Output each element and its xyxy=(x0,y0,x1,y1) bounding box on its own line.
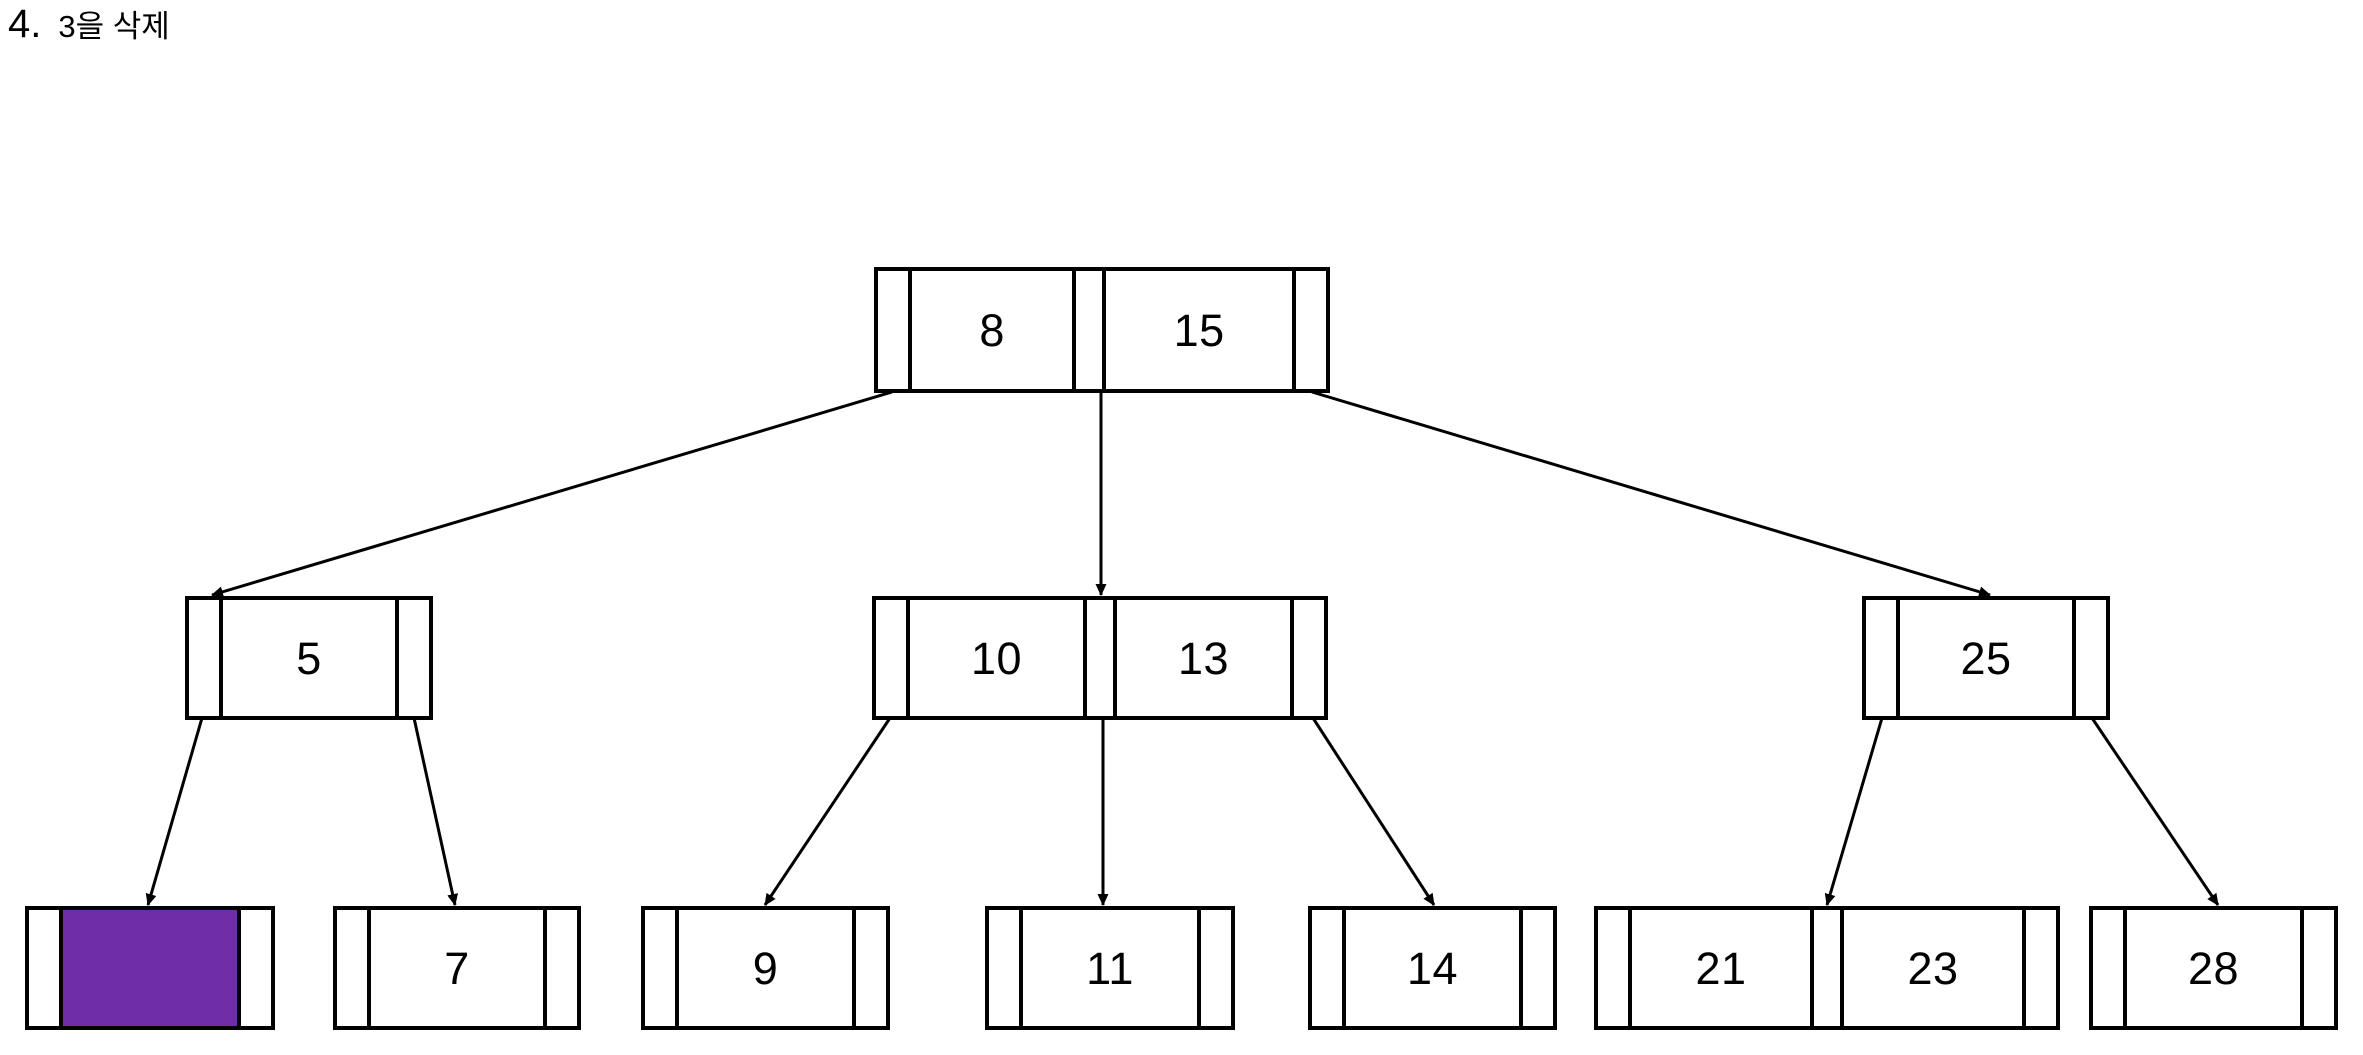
node-key-cell: 7 xyxy=(371,910,543,1026)
edge-n5-to-empty-leaf xyxy=(145,717,204,906)
node-pointer-slot xyxy=(337,910,371,1026)
btree-node-root[interactable]: 8 15 xyxy=(874,267,1330,393)
edge-n5-to-l7 xyxy=(412,717,459,906)
node-key-cell-highlighted xyxy=(63,910,237,1026)
node-pointer-slot xyxy=(237,910,271,1026)
node-key-cell: 28 xyxy=(2127,910,2300,1026)
node-key-cell: 15 xyxy=(1106,271,1292,389)
node-pointer-slot xyxy=(878,271,912,389)
btree-leaf-14[interactable]: 14 xyxy=(1308,906,1557,1030)
btree-leaf-empty-highlighted[interactable] xyxy=(25,906,275,1030)
node-pointer-slot xyxy=(1312,910,1346,1026)
page-heading: 4. 3을 삭제 xyxy=(8,4,170,44)
edge-n25-to-l28 xyxy=(2090,717,2220,906)
edge-n10-to-l9 xyxy=(763,717,892,906)
node-pointer-slot xyxy=(852,910,886,1026)
heading-list-marker: 4. xyxy=(8,2,42,46)
node-pointer-slot xyxy=(2300,910,2334,1026)
node-key-cell: 8 xyxy=(912,271,1073,389)
btree-leaf-11[interactable]: 11 xyxy=(985,906,1235,1030)
node-pointer-slot xyxy=(395,600,429,716)
node-pointer-slot xyxy=(876,600,910,716)
node-pointer-slot xyxy=(1292,271,1326,389)
edge-n10-to-l14 xyxy=(1311,717,1436,906)
node-pointer-slot xyxy=(2072,600,2106,716)
btree-node-5[interactable]: 5 xyxy=(185,596,433,720)
node-pointer-slot xyxy=(1197,910,1231,1026)
node-pointer-slot xyxy=(1598,910,1632,1026)
btree-leaf-9[interactable]: 9 xyxy=(641,906,890,1030)
node-pointer-slot xyxy=(543,910,577,1026)
btree-node-10-13[interactable]: 10 13 xyxy=(872,596,1328,720)
node-pointer-slot xyxy=(1290,600,1324,716)
node-pointer-slot xyxy=(2022,910,2056,1026)
node-key-cell: 11 xyxy=(1023,910,1197,1026)
node-pointer-slot xyxy=(1810,910,1844,1026)
node-pointer-slot xyxy=(989,910,1023,1026)
btree-node-25[interactable]: 25 xyxy=(1862,596,2110,720)
node-pointer-slot xyxy=(2093,910,2127,1026)
node-pointer-slot xyxy=(1072,271,1107,389)
node-pointer-slot xyxy=(189,600,223,716)
node-key-cell: 9 xyxy=(679,910,852,1026)
node-key-cell: 5 xyxy=(223,600,395,716)
node-pointer-slot xyxy=(1866,600,1900,716)
node-key-cell: 23 xyxy=(1844,910,2022,1026)
node-key-cell: 25 xyxy=(1900,600,2072,716)
edge-root-to-n25 xyxy=(1311,390,1991,598)
node-key-cell: 10 xyxy=(910,600,1083,716)
heading-text: 3을 삭제 xyxy=(58,9,170,44)
btree-leaf-7[interactable]: 7 xyxy=(333,906,581,1030)
node-pointer-slot xyxy=(1519,910,1553,1026)
node-key-cell: 14 xyxy=(1346,910,1519,1026)
btree-leaf-28[interactable]: 28 xyxy=(2089,906,2338,1030)
node-key-cell: 13 xyxy=(1117,600,1290,716)
node-pointer-slot xyxy=(29,910,63,1026)
edge-root-to-n5 xyxy=(211,390,893,598)
edge-n25-to-l21 xyxy=(1824,717,1884,906)
btree-leaf-21-23[interactable]: 21 23 xyxy=(1594,906,2060,1030)
node-pointer-slot xyxy=(645,910,679,1026)
node-pointer-slot xyxy=(1083,600,1117,716)
node-key-cell: 21 xyxy=(1632,910,1810,1026)
